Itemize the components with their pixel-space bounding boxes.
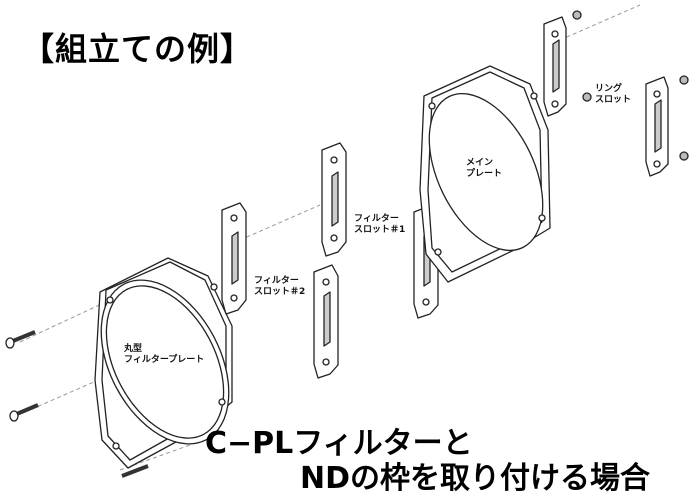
ring-slot-label-line2: スロット: [595, 95, 632, 105]
main-plate-label-line2: プレート: [466, 169, 503, 179]
main-plate-label-line1: メイン: [466, 158, 494, 168]
round-plate-label: 丸型 フィルタープレート: [124, 344, 204, 366]
filter-slot-1-label-line1: フィルター: [354, 214, 399, 224]
ring-slot-label: リング スロット: [595, 84, 631, 106]
caption-line-1: C−PLフィルターと: [205, 426, 473, 461]
page-title: 【組立ての例】: [22, 30, 254, 68]
ring-slot-bracket-left: [543, 16, 567, 117]
filter-slot-2-bracket-bottom: [313, 264, 339, 379]
filter-slot-1-label: フィルター スロット＃1: [354, 214, 405, 236]
ring-slot-bracket-right: [645, 76, 669, 177]
screw-4: [121, 464, 149, 478]
filter-slot-2-label: フィルター スロット＃2: [254, 276, 305, 298]
screw-2: [9, 403, 39, 422]
round-filter-plate: [94, 257, 233, 469]
assembly-diagram: [5, 4, 689, 478]
round-plate-label-line2: フィルタープレート: [124, 355, 205, 365]
filter-slot-1-label-line2: スロット＃1: [354, 225, 406, 235]
ring-screws: [572, 10, 689, 161]
round-plate-label-line1: 丸型: [124, 344, 143, 354]
filter-slot-1-bracket-top: [321, 142, 347, 257]
caption-line-2: NDの枠を取り付ける場合: [300, 461, 651, 496]
ring-slot-label-line1: リング: [595, 84, 623, 94]
filter-slot-2-label-line2: スロット＃2: [254, 287, 306, 297]
main-plate: [419, 65, 551, 283]
screw-1: [5, 330, 36, 349]
filter-slot-2-bracket-top: [221, 202, 247, 315]
filter-slot-2-label-line1: フィルター: [254, 276, 299, 286]
main-plate-label: メイン プレート: [466, 158, 502, 180]
